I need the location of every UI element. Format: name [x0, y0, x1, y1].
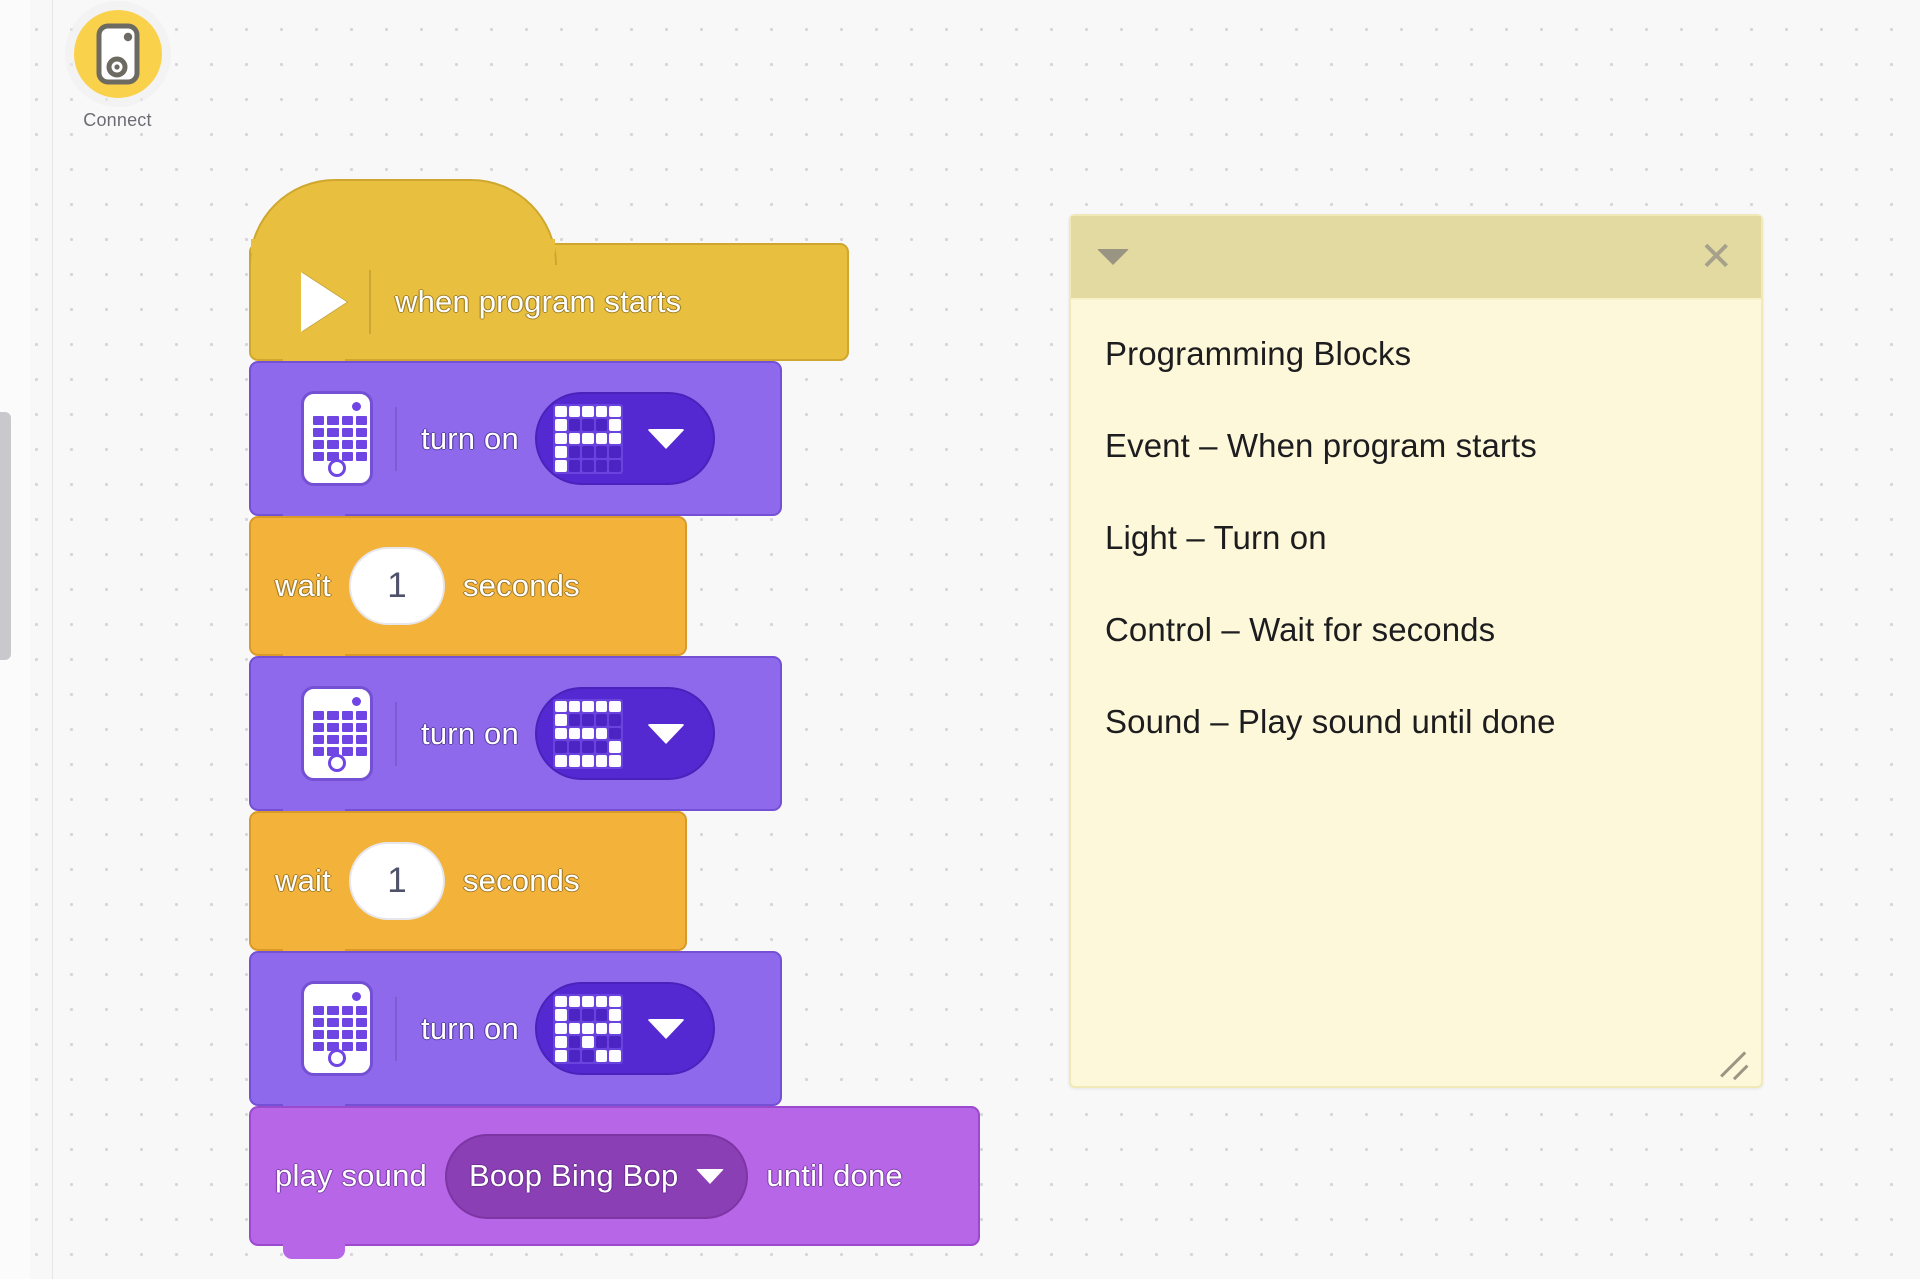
block-play-sound-until-done[interactable]: play sound Boop Bing Bop until done	[249, 1106, 980, 1259]
workspace-comment-panel[interactable]: ✕ Programming Blocks Event – When progra…	[1069, 214, 1763, 1088]
wait-seconds-value-2: 1	[387, 861, 407, 900]
device-matrix-icon	[301, 981, 373, 1076]
connect-button-label: Connect	[83, 110, 152, 130]
device-matrix-icon	[301, 686, 373, 781]
block-label-wait-1-before: wait	[275, 568, 331, 603]
block-turn-on-3[interactable]: turn on	[249, 951, 782, 1119]
matrix-dropdown-1[interactable]	[534, 392, 715, 485]
block-label-when-program-starts: when program starts	[395, 284, 682, 319]
block-label-turn-on-2: turn on	[421, 715, 519, 751]
workspace-scrollbar-thumb[interactable]	[0, 412, 11, 660]
block-label-play-sound-before: play sound	[275, 1158, 427, 1193]
chevron-down-icon	[646, 723, 685, 744]
block-label-wait-1-after: seconds	[462, 568, 580, 603]
workspace-vertical-scrollbar[interactable]	[0, 0, 30, 1279]
caret-down-icon[interactable]	[1097, 249, 1129, 265]
block-divider	[395, 996, 397, 1061]
led-matrix-preview-3	[552, 993, 623, 1064]
block-divider	[395, 701, 397, 766]
device-matrix-icon	[301, 391, 373, 486]
wait-seconds-input-2[interactable]: 1	[348, 842, 445, 920]
block-divider	[395, 406, 397, 471]
block-label-wait-2-before: wait	[275, 863, 331, 898]
comment-line: Sound – Play sound until done	[1105, 702, 1556, 740]
led-matrix-preview-2	[552, 698, 623, 769]
comment-line: Light – Turn on	[1105, 518, 1327, 556]
chevron-down-icon	[646, 428, 685, 449]
block-turn-on-1[interactable]: turn on	[249, 361, 782, 529]
comment-line: Event – When program starts	[1105, 426, 1537, 464]
hat-dome-seam	[251, 239, 555, 253]
block-label-wait-2-after: seconds	[462, 863, 580, 898]
sound-dropdown[interactable]: Boop Bing Bop	[444, 1133, 749, 1219]
play-triangle-icon	[301, 272, 347, 332]
block-bottom-notch	[283, 1243, 345, 1259]
wait-seconds-value-1: 1	[387, 566, 407, 605]
workspace-left-divider	[52, 0, 53, 1279]
block-when-program-starts[interactable]: when program starts	[249, 179, 849, 374]
sound-dropdown-value: Boop Bing Bop	[468, 1158, 679, 1193]
connect-button[interactable]: Connect	[55, 10, 180, 131]
block-label-play-sound-after: until done	[766, 1158, 903, 1193]
connect-button-circle[interactable]	[73, 10, 162, 98]
comment-line: Control – Wait for seconds	[1105, 610, 1496, 648]
led-matrix-preview-1	[552, 403, 623, 474]
chevron-down-icon	[646, 1018, 685, 1039]
comment-panel-header[interactable]: ✕	[1071, 216, 1761, 300]
chevron-down-icon	[696, 1168, 725, 1184]
block-label-turn-on-1: turn on	[421, 420, 519, 456]
block-wait-1[interactable]: wait 1 seconds	[249, 516, 687, 669]
block-wait-2[interactable]: wait 1 seconds	[249, 811, 687, 964]
device-remote-icon	[96, 23, 139, 85]
wait-seconds-input-1[interactable]: 1	[348, 547, 445, 625]
resize-handle-icon[interactable]	[1719, 1046, 1751, 1080]
block-label-turn-on-3: turn on	[421, 1010, 519, 1046]
block-divider	[369, 270, 371, 334]
block-turn-on-2[interactable]: turn on	[249, 656, 782, 824]
matrix-dropdown-2[interactable]	[534, 687, 715, 780]
matrix-dropdown-3[interactable]	[534, 982, 715, 1075]
comment-line: Programming Blocks	[1105, 335, 1412, 372]
block-script-stack[interactable]: when program starts turn on	[249, 179, 980, 1259]
comment-panel-body[interactable]: Programming Blocks Event – When program …	[1071, 300, 1761, 741]
close-icon[interactable]: ✕	[1699, 235, 1733, 279]
